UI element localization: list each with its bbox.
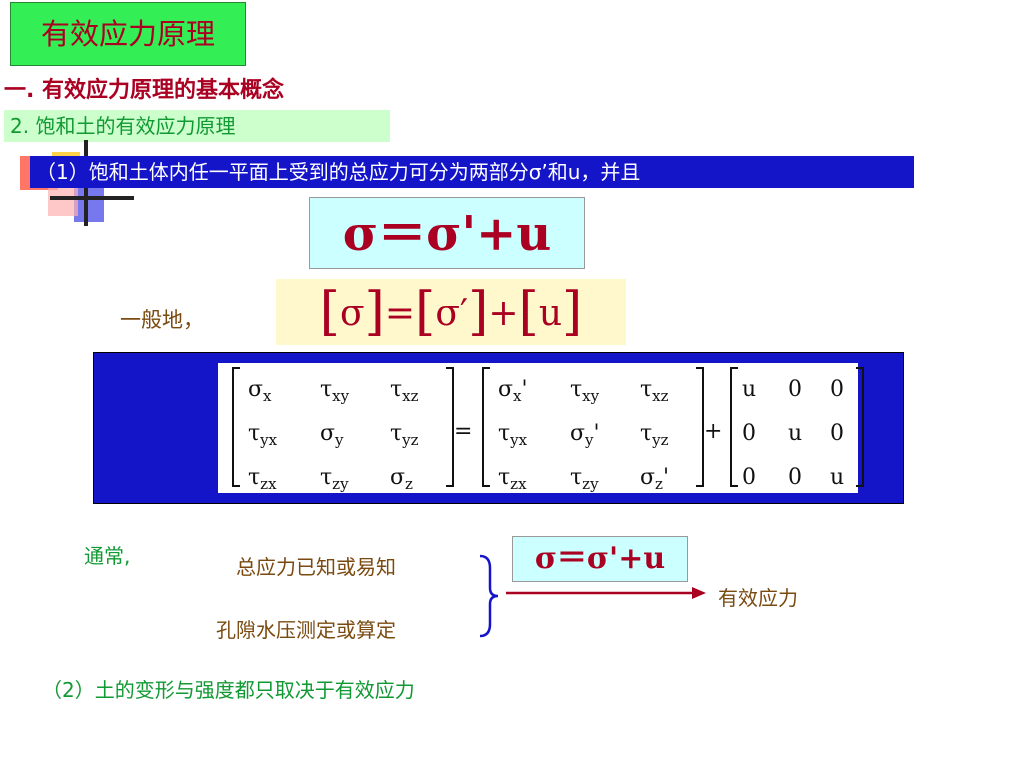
matrix-equation-panel: σx τxy τxz τyx σy τyz τzx τzy σz σx' τxy τxz τyx σy' τ…: [93, 352, 904, 504]
matrix-effective-cell: τyx: [498, 421, 528, 449]
matrix-total-cell: σx: [248, 377, 272, 405]
effective-stress-text: 有效应力: [718, 586, 798, 610]
matrix-total-cell: τyz: [390, 421, 419, 449]
sigma-symbol: σ: [339, 293, 365, 334]
slide-title: 有效应力原理: [10, 2, 246, 66]
matrix-effective-cell: τzx: [498, 465, 527, 493]
matrix-total-cell: τzx: [248, 465, 277, 493]
sigma-prime-symbol: σ′: [435, 293, 469, 334]
matrix-effective-cell: τxy: [570, 377, 600, 405]
matrix-pore-cell: 0: [788, 465, 802, 490]
right-brace-icon: [479, 554, 499, 638]
bracket-close: ]: [562, 282, 583, 342]
statement-bar: （1）饱和土体内任一平面上受到的总应力可分为两部分σ’和u，并且: [30, 156, 914, 188]
statement-deformation-strength: （2）土的变形与强度都只取决于有效应力: [42, 678, 415, 702]
right-arrow-icon: [506, 587, 706, 599]
formula-main: σ＝σ'+u: [309, 197, 585, 269]
matrix-pore-cell: 0: [788, 377, 802, 402]
matrix-effective-cell: τxz: [640, 377, 669, 405]
matrix-pore-cell: u: [830, 465, 845, 490]
matrix-pore-cell: 0: [742, 465, 756, 490]
matrix-pore-cell: u: [788, 421, 803, 446]
u-symbol: u: [538, 293, 563, 334]
bracket-open: [: [518, 282, 539, 342]
matrix-effective-cell: σz': [640, 465, 669, 493]
general-label: 一般地，: [120, 308, 204, 332]
bracket-close: ]: [468, 282, 489, 342]
heading-saturated-soil: 2. 饱和土的有效应力原理: [4, 110, 390, 142]
matrix-bracket-left: [730, 367, 738, 487]
matrix-pore-cell: 0: [742, 421, 756, 446]
matrix-total-cell: σy: [320, 421, 344, 449]
matrix-bracket-right: [696, 367, 704, 487]
usually-label: 通常,: [84, 544, 131, 568]
matrix-bracket-right: [856, 367, 864, 487]
matrix-pore-cell: 0: [830, 377, 844, 402]
matrix-pore-cell: 0: [830, 421, 844, 446]
matrix-total-cell: σz: [390, 465, 413, 493]
matrix-total-cell: τzy: [320, 465, 349, 493]
matrix-formula: [σ]=[σ′]+[u]: [276, 279, 626, 345]
matrix-bracket-right: [446, 367, 454, 487]
matrix-total-cell: τyx: [248, 421, 278, 449]
formula-small: σ＝σ'+u: [512, 536, 688, 582]
matrix-equation: σx τxy τxz τyx σy τyz τzx τzy σz σx' τxy τxz τyx σy' τ…: [218, 363, 864, 493]
plus-sign: +: [488, 293, 519, 334]
matrix-pore-cell: u: [742, 377, 757, 402]
bracket-open: [: [319, 282, 340, 342]
heading-basic-concept: 一. 有效应力原理的基本概念: [4, 78, 285, 103]
matrix-effective-cell: σy': [570, 421, 600, 449]
matrix-total-cell: τxy: [320, 377, 350, 405]
matrix-total-cell: τxz: [390, 377, 419, 405]
bracket-close: ]: [364, 282, 385, 342]
matrix-bracket-left: [232, 367, 240, 487]
matrix-bracket-left: [482, 367, 490, 487]
matrix-equals-sign: =: [454, 419, 473, 444]
pore-pressure-text: 孔隙水压测定或算定: [216, 618, 396, 642]
matrix-effective-cell: σx': [498, 377, 528, 405]
matrix-effective-cell: τzy: [570, 465, 599, 493]
bracket-open: [: [415, 282, 436, 342]
equals-sign: =: [384, 293, 416, 334]
total-stress-known-text: 总应力已知或易知: [236, 555, 396, 579]
matrix-plus-sign: +: [704, 419, 723, 444]
matrix-effective-cell: τyz: [640, 421, 669, 449]
